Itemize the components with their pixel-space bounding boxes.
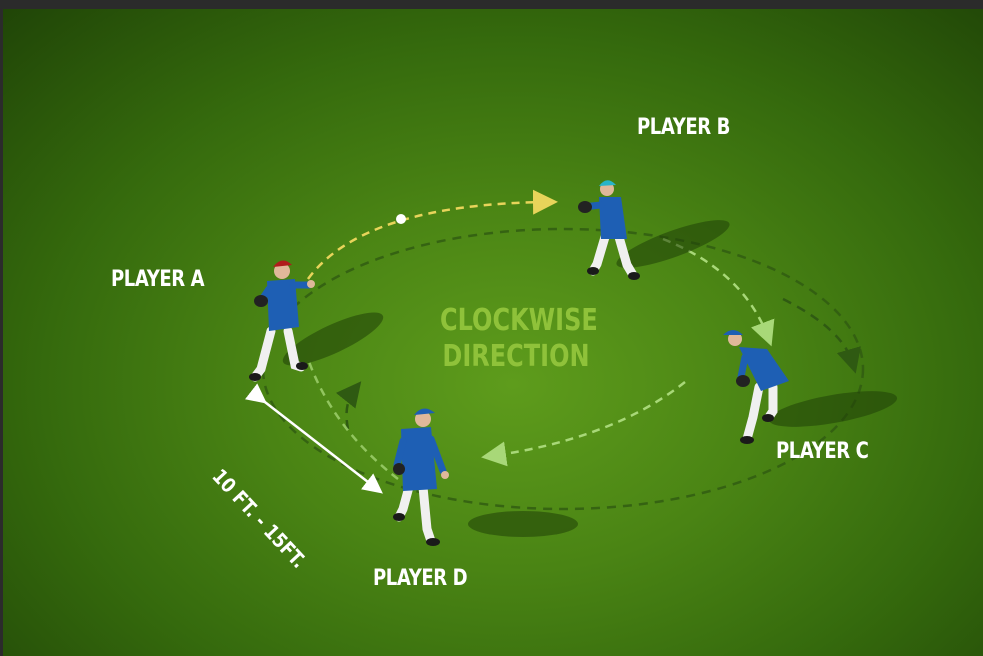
player-d-figure	[393, 408, 449, 546]
player-b-label: PLAYER B	[637, 115, 730, 140]
center-label-line1: CLOCKWISE	[440, 303, 592, 339]
rotation-arrow-d-to-a	[308, 359, 398, 479]
player-d-shadow	[468, 511, 578, 537]
rotation-arrow-dark-a	[347, 389, 355, 429]
player-a-figure	[249, 260, 315, 381]
distance-arrow	[261, 399, 377, 489]
center-label-line2: DIRECTION	[440, 339, 592, 375]
player-d-label: PLAYER D	[373, 566, 467, 591]
player-c-figure	[723, 330, 789, 444]
player-a-label: PLAYER A	[111, 267, 204, 292]
baseball-field-background: PLAYER A PLAYER B PLAYER C PLAYER D CLOC…	[3, 9, 983, 656]
baseball	[396, 214, 406, 224]
player-c-label: PLAYER C	[776, 439, 868, 464]
rotation-arrow-c-to-d	[491, 382, 685, 456]
player-c-shadow	[767, 384, 900, 434]
throw-arrow-a-to-b	[308, 202, 548, 279]
clockwise-direction-label: CLOCKWISE DIRECTION	[440, 303, 592, 375]
rotation-arrow-dark-c	[783, 299, 853, 364]
